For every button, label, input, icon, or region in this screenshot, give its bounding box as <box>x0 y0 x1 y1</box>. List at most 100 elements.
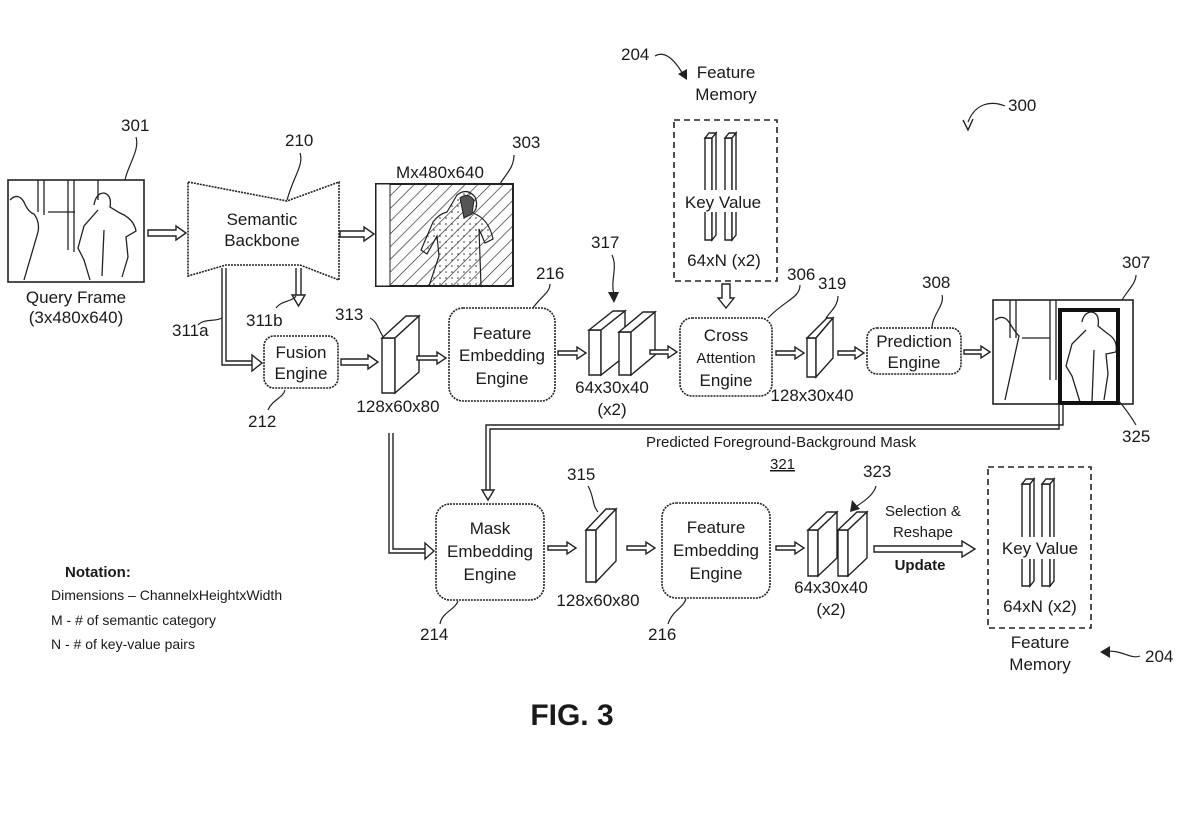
prediction-engine-box <box>866 327 962 375</box>
slab-317b-front <box>618 331 632 376</box>
memory-top-label-bg <box>686 190 762 212</box>
arrow-backbone-to-semantic-map <box>339 225 376 243</box>
feature-embedding-top-ref: 216 <box>536 264 564 283</box>
query-kv-arrowhead <box>608 292 619 303</box>
semantic-map: 303 Mx480x640 <box>375 133 540 287</box>
arrow-mask-embedding-to-315 <box>547 540 578 556</box>
feature-memory-bottom-dims: 64xN (x2) <box>1003 597 1077 616</box>
mask-embedding-box <box>435 503 545 601</box>
fusion-engine-box <box>263 335 339 389</box>
memory-top-key-side <box>711 131 717 242</box>
query-kv-dims: 64x30x40 <box>575 378 649 397</box>
semantic-map-leader <box>499 154 515 185</box>
arrow-prediction-to-output <box>963 344 992 360</box>
pipe-313-inner <box>392 433 425 550</box>
feedback-pipe-outer <box>485 404 1064 492</box>
cross-attention-line3: Engine <box>700 371 753 390</box>
update-line1: Selection & <box>885 503 961 520</box>
semantic-backbone-shape <box>187 180 340 282</box>
arrow-fusion-to-feature-313 <box>340 353 380 371</box>
semantic-backbone: 210 Semantic Backbone <box>187 131 340 282</box>
slab-323b-side <box>847 510 868 578</box>
cross-attention-ref: 306 <box>787 265 815 284</box>
cross-attention-engine: 306 Cross Attention Engine <box>679 265 815 397</box>
mask-embedding-ref: 214 <box>420 625 448 644</box>
slab-313-front <box>381 337 396 394</box>
feature-memory-top-leader <box>654 53 685 77</box>
memory-kv-dims: 64x30x40 <box>794 578 868 597</box>
query-frame-image <box>7 179 145 283</box>
memory-kv-ref: 323 <box>863 462 891 481</box>
arrow-frame-to-backbone <box>147 224 188 242</box>
cross-attention-line1: Cross <box>704 326 748 345</box>
prediction-engine-line2: Engine <box>888 353 941 372</box>
feature-memory-top-title1: Feature <box>697 63 756 82</box>
semantic-map-ref: 303 <box>512 133 540 152</box>
feature-memory-top-ref: 204 <box>621 45 649 64</box>
output-frame: 307 325 <box>992 253 1150 446</box>
system-reference: 300 <box>962 96 1036 132</box>
fused-feature-leader <box>369 317 385 339</box>
system-ref-leader <box>967 102 1006 123</box>
notation-title: Notation: <box>65 564 131 581</box>
cross-attention-box <box>679 317 773 397</box>
fused-feature-map: 313 128x60x80 <box>335 305 440 416</box>
pipe-313-outer <box>388 433 425 554</box>
memory-bottom-value-front <box>1041 483 1051 587</box>
feedback-pipe-inner <box>489 404 1060 492</box>
bounding-box-leader <box>1117 399 1137 426</box>
fused-feature-ref: 313 <box>335 305 363 324</box>
mask-feature-ref: 315 <box>567 465 595 484</box>
connection-311a-ref: 311a <box>172 321 209 340</box>
detection-bounding-box <box>1058 308 1120 405</box>
predicted-mask-label: Predicted Foreground-Background Mask <box>646 434 917 451</box>
fusion-engine-line2: Engine <box>275 364 328 383</box>
slab-317a-front <box>588 329 602 376</box>
skip-connections: 311a 311b <box>172 268 307 373</box>
semantic-map-head-mask <box>459 194 475 219</box>
feature-memory-bottom-kv: Key Value <box>1002 539 1078 558</box>
slab-317b-side <box>630 310 656 377</box>
pipe-313-arrowhead <box>424 541 436 561</box>
fused-feature-dims: 128x60x80 <box>356 397 439 416</box>
slab-319-side <box>815 316 834 379</box>
semantic-backbone-line1: Semantic <box>227 210 298 229</box>
feature-memory-bottom-ref: 204 <box>1145 647 1173 666</box>
feature-embedding-bottom-box <box>661 502 771 599</box>
notation-line: Dimensions – ChannelxHeightxWidth <box>51 587 282 603</box>
arrow-313-to-feature-embedding <box>416 350 448 366</box>
memory-bottom-key-side <box>1029 477 1035 588</box>
mask-feature-dims: 128x60x80 <box>556 591 639 610</box>
notation-line: N - # of key-value pairs <box>51 636 195 652</box>
prediction-engine-line1: Prediction <box>876 332 952 351</box>
semantic-map-dims: Mx480x640 <box>396 163 484 182</box>
prediction-engine-leader <box>931 294 944 329</box>
feature-memory-top-dims: 64xN (x2) <box>687 251 761 270</box>
connection-311b-leader <box>275 295 297 309</box>
arrow-memory-to-cross-attention <box>716 283 736 310</box>
query-frame-sketch <box>9 180 137 281</box>
query-kv-count: (x2) <box>597 400 626 419</box>
semantic-map-wall <box>375 183 391 287</box>
feature-embedding-engine-bottom: Feature Embedding Engine 216 <box>648 502 771 644</box>
slab-323a-front <box>807 529 819 577</box>
semantic-backbone-leader <box>286 152 302 201</box>
semantic-backbone-line2: Backbone <box>224 231 300 250</box>
cross-attention-line2: Attention <box>696 350 755 367</box>
arrow-feature-embedding-to-323 <box>775 540 806 556</box>
output-frame-image <box>992 299 1134 405</box>
system-ref-label: 300 <box>1008 96 1036 115</box>
bounding-box-ref: 325 <box>1122 427 1150 446</box>
pipe-feature-to-mask-embedding <box>388 433 436 561</box>
semantic-map-person-mask <box>420 190 494 287</box>
feature-embedding-bottom-line1: Feature <box>687 518 746 537</box>
update-line3: Update <box>895 557 946 574</box>
update-step: Selection & Reshape Update <box>873 503 977 574</box>
query-kv-ref: 317 <box>591 233 619 252</box>
system-ref-arrowhead <box>962 118 974 132</box>
arrow-cross-attention-to-319 <box>775 345 806 361</box>
arrow-319-to-prediction <box>837 345 866 361</box>
query-key-value-maps: 317 64x30x40 (x2) <box>575 233 657 419</box>
query-frame-ref: 301 <box>121 116 149 135</box>
